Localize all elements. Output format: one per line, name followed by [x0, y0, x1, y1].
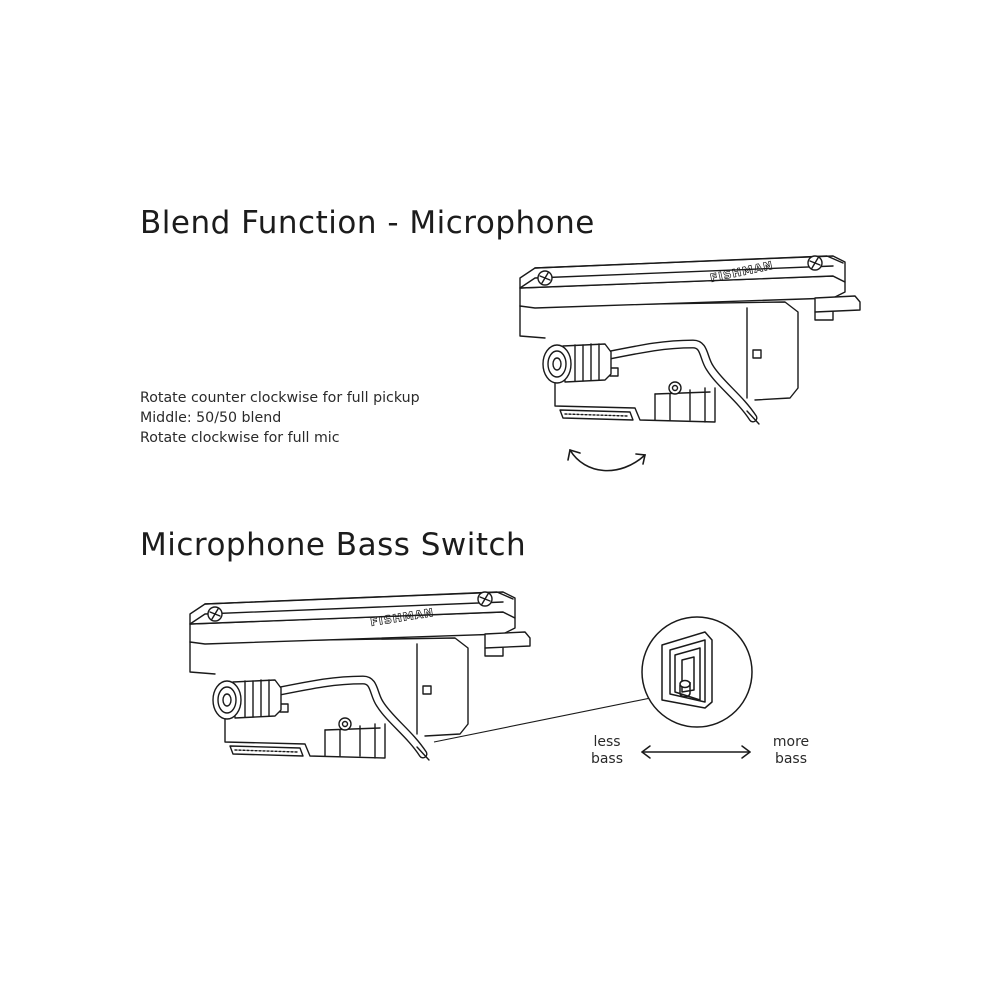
double-arrow-icon: [641, 745, 751, 759]
blend-function-title: Blend Function - Microphone: [140, 205, 595, 241]
blend-note-cw: Rotate clockwise for full mic: [140, 430, 340, 446]
blend-note-ccw: Rotate counter clockwise for full pickup: [140, 390, 420, 406]
leader-line: [433, 691, 681, 743]
rotate-arrow-icon: [567, 448, 646, 472]
blend-note-middle: Middle: 50/50 blend: [140, 410, 282, 426]
pickup-device-icon: FISHMAN: [520, 256, 860, 424]
switch-detail-icon: [641, 616, 753, 728]
pickup-device-icon: FISHMAN: [190, 592, 530, 760]
blend-instructions: Rotate counter clockwise for full pickup…: [140, 388, 420, 448]
bass-switch-title: Microphone Bass Switch: [140, 527, 527, 563]
